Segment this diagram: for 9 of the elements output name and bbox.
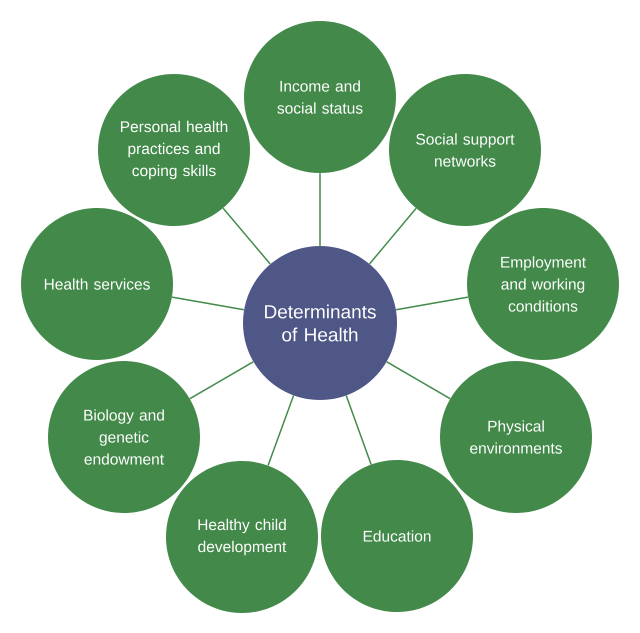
connector-line xyxy=(386,361,451,400)
connector-line xyxy=(369,208,417,264)
connector-line xyxy=(319,173,321,246)
connector-line xyxy=(346,395,372,465)
connector-line xyxy=(222,208,271,264)
connector-line xyxy=(172,296,244,310)
connector-line xyxy=(267,395,294,466)
connector-line xyxy=(396,296,468,310)
connector-line xyxy=(190,361,254,400)
